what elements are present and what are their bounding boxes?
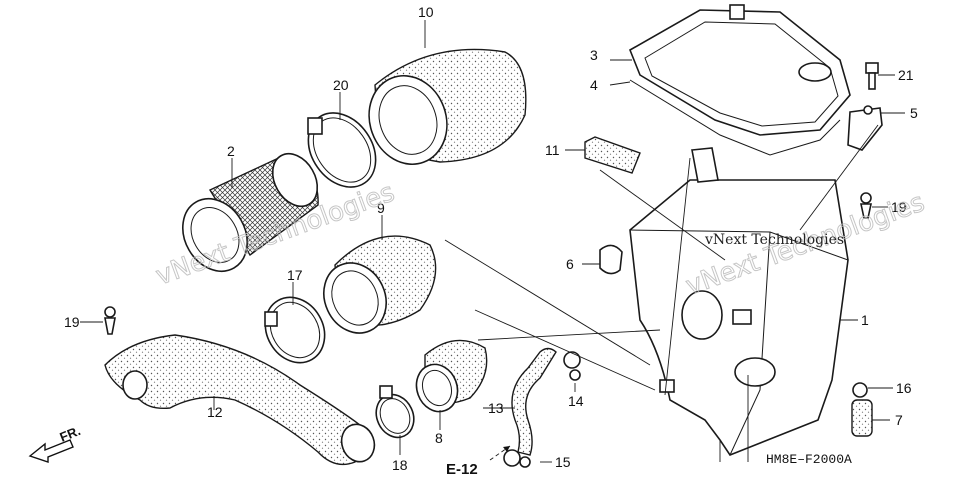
callout-17: 17 bbox=[287, 267, 303, 283]
callout-8: 8 bbox=[435, 430, 443, 446]
band-clamp-17 bbox=[264, 296, 326, 364]
callout-10: 10 bbox=[418, 4, 434, 20]
callout-7: 7 bbox=[895, 412, 903, 428]
air-filter-element bbox=[368, 48, 527, 166]
tube-clip-15 bbox=[503, 449, 531, 468]
callout-18: 18 bbox=[392, 457, 408, 473]
tube-clip-14 bbox=[563, 351, 581, 381]
callout-14: 14 bbox=[568, 393, 584, 409]
drain-tube bbox=[511, 347, 557, 456]
drain-plug bbox=[851, 399, 873, 437]
trim-clip-left bbox=[104, 306, 116, 335]
connecting-tube bbox=[323, 235, 437, 334]
front-direction-label: FR. bbox=[58, 423, 83, 445]
callout-21: 21 bbox=[898, 67, 914, 83]
callout-11: 11 bbox=[545, 142, 560, 158]
leader-lines bbox=[80, 20, 905, 463]
intake-duct bbox=[104, 334, 376, 466]
diagram-code: HM8E‒F2000A bbox=[766, 452, 852, 467]
callout-19-right: 19 bbox=[891, 199, 907, 215]
tube-clip-16 bbox=[852, 382, 868, 398]
mounting-stay bbox=[847, 105, 883, 151]
foam-pad bbox=[584, 136, 641, 174]
joint-tube bbox=[415, 339, 488, 413]
trim-clip-right bbox=[860, 192, 872, 219]
callout-6: 6 bbox=[566, 256, 574, 272]
callout-1: 1 bbox=[861, 312, 869, 328]
flange-bolt bbox=[865, 62, 879, 90]
callout-3: 3 bbox=[590, 47, 598, 63]
cover-seal bbox=[629, 79, 841, 156]
filter-holder bbox=[182, 152, 319, 272]
watermark-right-small: vNext Technologies bbox=[704, 232, 844, 248]
reference-arrow bbox=[489, 445, 511, 461]
front-direction-arrow-icon bbox=[28, 439, 74, 463]
callout-16: 16 bbox=[896, 380, 912, 396]
callout-12: 12 bbox=[207, 404, 223, 420]
callout-13: 13 bbox=[488, 400, 504, 416]
air-cleaner-case bbox=[629, 147, 849, 456]
wire-clip bbox=[599, 244, 623, 275]
case-cover bbox=[628, 4, 851, 136]
band-clamp-20 bbox=[307, 112, 377, 188]
callout-15: 15 bbox=[555, 454, 571, 470]
reference-e12: E-12 bbox=[446, 461, 478, 478]
callout-2: 2 bbox=[227, 143, 235, 159]
band-clamp-18 bbox=[375, 385, 415, 439]
callout-4: 4 bbox=[590, 77, 598, 93]
callout-20: 20 bbox=[333, 77, 349, 93]
callout-9: 9 bbox=[377, 200, 385, 216]
callout-5: 5 bbox=[910, 105, 918, 121]
callout-19-left: 19 bbox=[64, 314, 80, 330]
